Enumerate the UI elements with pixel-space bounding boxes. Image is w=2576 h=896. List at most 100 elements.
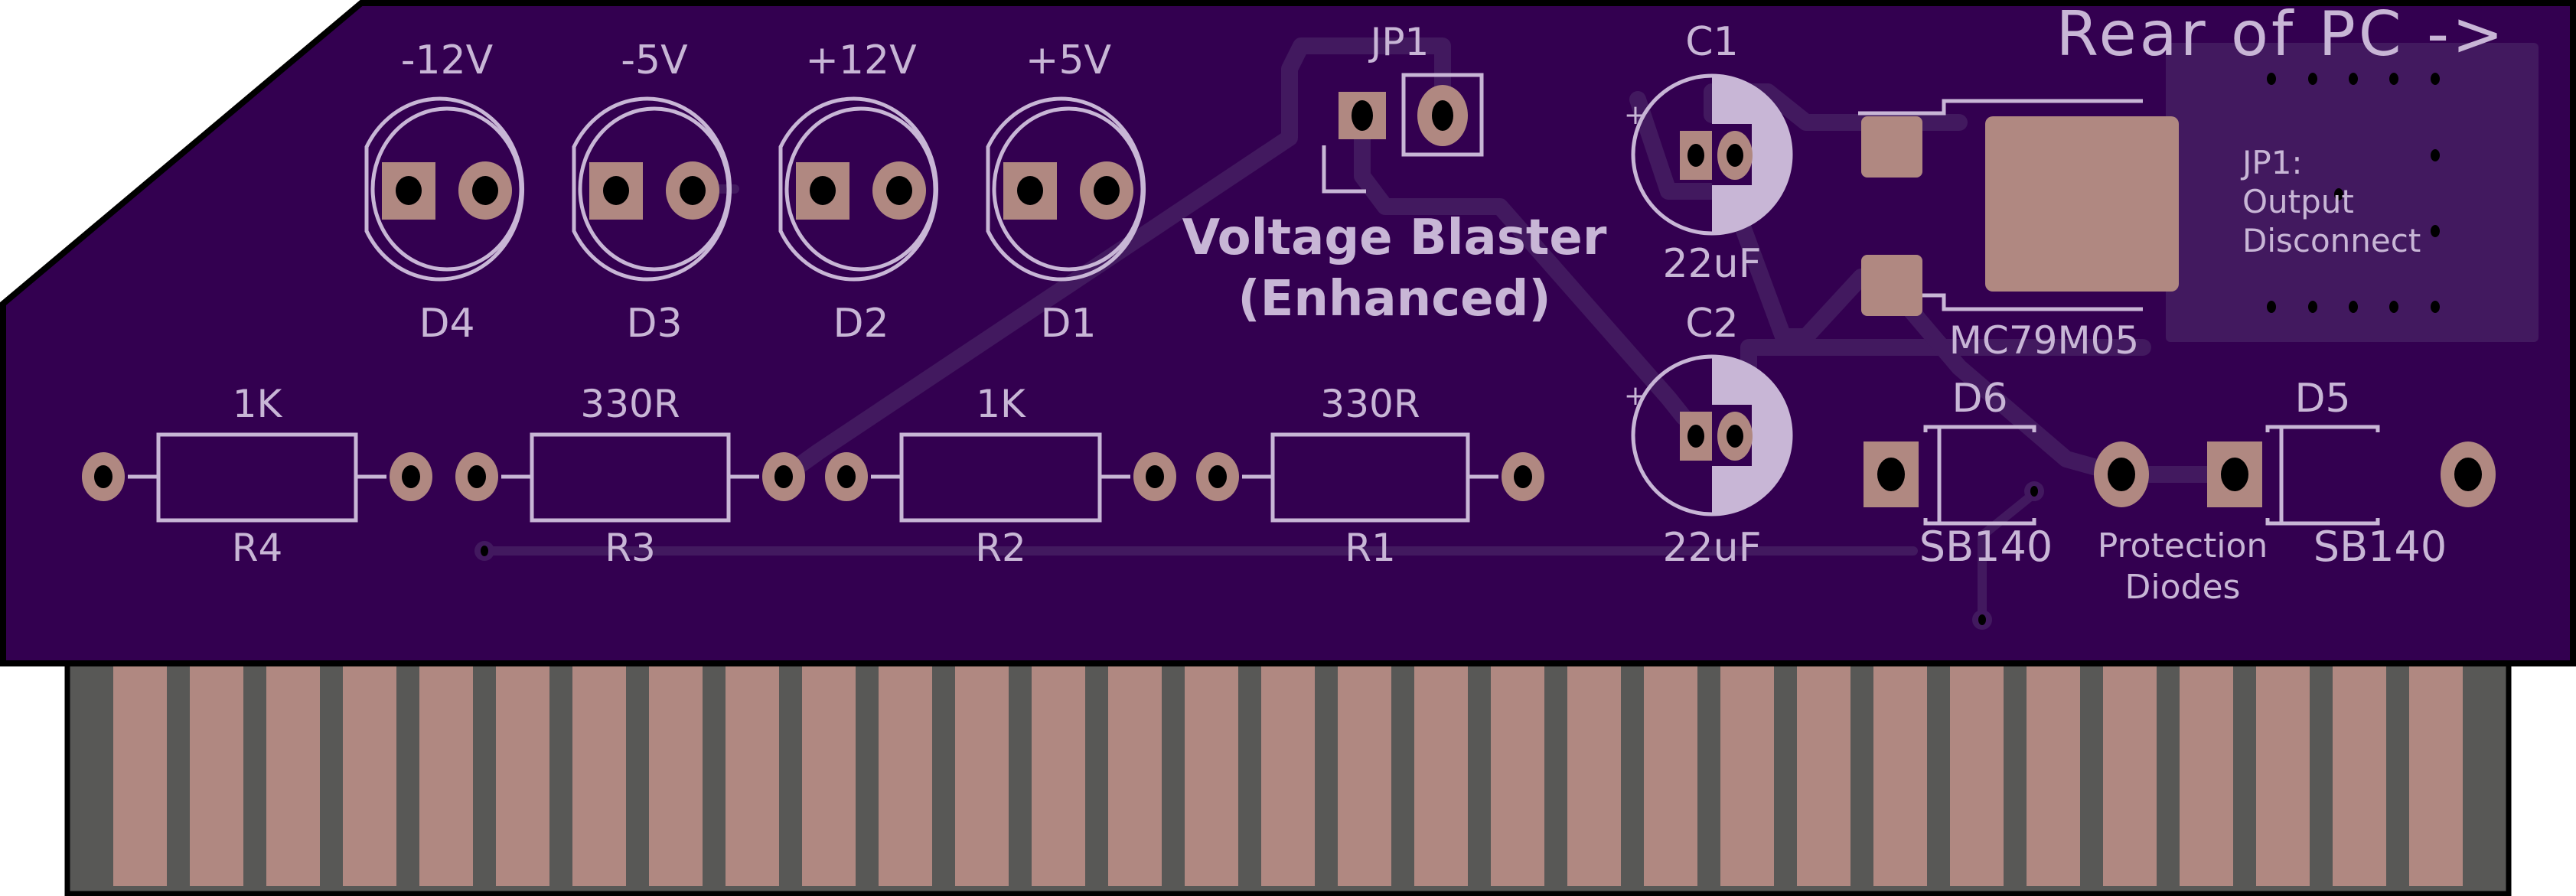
diode-value: SB140 <box>2314 523 2447 571</box>
edge-finger <box>1108 664 1162 886</box>
edge-finger <box>1414 664 1468 886</box>
led-body <box>578 106 731 272</box>
resistor-ref: R3 <box>605 526 656 570</box>
resistor-r3: 330R R3 <box>455 382 805 570</box>
jumper-ref: JP1 <box>1368 20 1430 64</box>
regulator-mc79m05: MC79M05 <box>1858 99 2179 363</box>
note-line-2: Output <box>2242 183 2354 220</box>
resistor-r2: 1K R2 <box>825 382 1176 570</box>
drill <box>1146 465 1164 488</box>
led-body <box>370 106 523 272</box>
drill <box>774 465 793 488</box>
edge-finger <box>955 664 1009 886</box>
edge-finger <box>2103 664 2157 886</box>
resistor-body <box>530 432 731 523</box>
led-ref-label: D4 <box>419 301 474 347</box>
drill <box>2221 458 2248 491</box>
edge-finger <box>1873 664 1927 886</box>
edge-finger <box>1797 664 1850 886</box>
capacitor-outline <box>1631 73 1793 236</box>
edge-connector-fingers <box>113 664 2463 886</box>
drill <box>1727 144 1743 167</box>
resistor-ref: R1 <box>1345 526 1396 570</box>
edge-finger <box>1032 664 1085 886</box>
drill <box>396 176 422 205</box>
edge-finger <box>726 664 779 886</box>
led-body <box>992 106 1145 272</box>
edge-finger <box>2256 664 2310 886</box>
edge-finger <box>2333 664 2386 886</box>
board-title: Voltage Blaster <box>1182 210 1607 266</box>
drill <box>837 465 856 488</box>
led-voltage-label: +12V <box>805 37 917 83</box>
led-voltage-label: -12V <box>401 37 494 83</box>
edge-finger <box>802 664 856 886</box>
edge-finger <box>1261 664 1315 886</box>
drill <box>886 176 912 205</box>
led-ref-label: D2 <box>833 301 889 347</box>
overlay-vias <box>2267 73 2440 313</box>
edge-finger <box>343 664 396 886</box>
capacitor-c2: + C2 22uF <box>1624 301 1793 571</box>
rear-of-pc-label: Rear of PC -> <box>2056 0 2506 70</box>
resistor-r1: 330R R1 <box>1196 382 1544 570</box>
edge-finger <box>113 664 167 886</box>
jumper-jp1: JP1 <box>1322 20 1484 194</box>
drill <box>94 465 112 488</box>
resistor-body <box>156 432 358 523</box>
drill <box>472 176 498 205</box>
capacitor-value: 22uF <box>1662 241 1761 287</box>
drill <box>2454 458 2482 491</box>
drill <box>2108 458 2135 491</box>
resistor-value: 330R <box>1320 382 1420 426</box>
edge-finger <box>1185 664 1238 886</box>
edge-finger <box>266 664 320 886</box>
edge-finger <box>2027 664 2080 886</box>
capacitor-outline <box>1631 354 1793 516</box>
drill <box>1687 144 1704 167</box>
led-d4: -12V D4 <box>364 37 525 347</box>
edge-finger <box>496 664 549 886</box>
drill <box>603 176 629 205</box>
resistor-body <box>1270 432 1470 523</box>
capacitor-value: 22uF <box>1662 525 1761 571</box>
drill <box>1017 176 1043 205</box>
led-ref-label: D3 <box>626 301 682 347</box>
polarity-plus: + <box>1624 99 1647 131</box>
edge-finger <box>572 664 626 886</box>
resistor-value: 330R <box>580 382 680 426</box>
protection-label-2: Diodes <box>2125 568 2241 607</box>
drill <box>1687 425 1704 448</box>
edge-finger <box>879 664 932 886</box>
polarity-plus: + <box>1624 380 1647 412</box>
drill <box>1208 465 1227 488</box>
edge-finger <box>1720 664 1774 886</box>
capacitor-ref: C2 <box>1685 301 1738 347</box>
resistor-value: 1K <box>976 382 1026 426</box>
led-body <box>784 106 937 272</box>
vias <box>474 481 2044 630</box>
drill <box>810 176 836 205</box>
resistor-ref: R4 <box>232 526 283 570</box>
note-line-1: JP1: <box>2240 144 2303 181</box>
diode-ref: D5 <box>2294 376 2350 422</box>
drill <box>1727 425 1743 448</box>
drill <box>1514 465 1532 488</box>
drill <box>468 465 486 488</box>
resistor-ref: R2 <box>975 526 1026 570</box>
note-overlay <box>2166 43 2539 342</box>
drill <box>680 176 706 205</box>
edge-finger <box>649 664 703 886</box>
led-ref-label: D1 <box>1040 301 1096 347</box>
drill <box>1877 458 1905 491</box>
edge-finger <box>2180 664 2233 886</box>
